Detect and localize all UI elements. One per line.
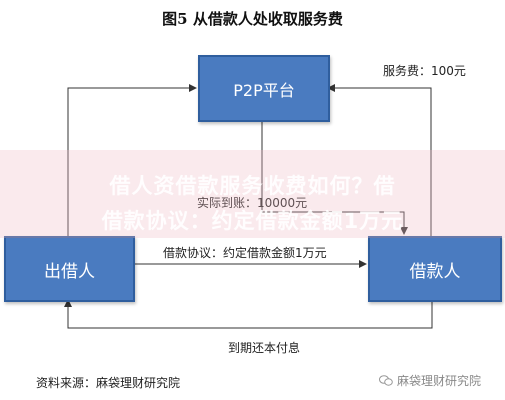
arrow-borrower-to-platform-fee [327, 84, 432, 236]
label-service-fee: 服务费：100元 [383, 64, 466, 78]
overlay-text-line-2: 借款协议：约定借款金额1万元 [101, 209, 404, 233]
wechat-icon [379, 375, 393, 386]
watermark-overlay-band [0, 150, 505, 238]
watermark-text: 麻袋理财研究院 [397, 374, 482, 388]
label-loan-agreement: 借款协议：约定借款金额1万元 [163, 246, 327, 260]
node-lender: 出借人 [4, 236, 135, 302]
label-actual-received: 实际到账：10000元 [197, 196, 308, 210]
arrow-lender-to-platform [67, 84, 197, 236]
diagram-title: 图5 从借款人处收取服务费 [162, 10, 343, 28]
arrow-repayment [64, 298, 433, 329]
wechat-watermark: 麻袋理财研究院 [379, 372, 481, 389]
arrow-platform-to-borrower [261, 118, 408, 235]
node-p2p-platform: P2P平台 [198, 55, 330, 122]
node-borrower: 借款人 [368, 236, 502, 302]
source-note: 资料来源：麻袋理财研究院 [36, 376, 181, 390]
label-repayment: 到期还本付息 [228, 341, 301, 355]
overlay-text-line-1: 借人资借款服务收费如何？借 [109, 174, 396, 198]
